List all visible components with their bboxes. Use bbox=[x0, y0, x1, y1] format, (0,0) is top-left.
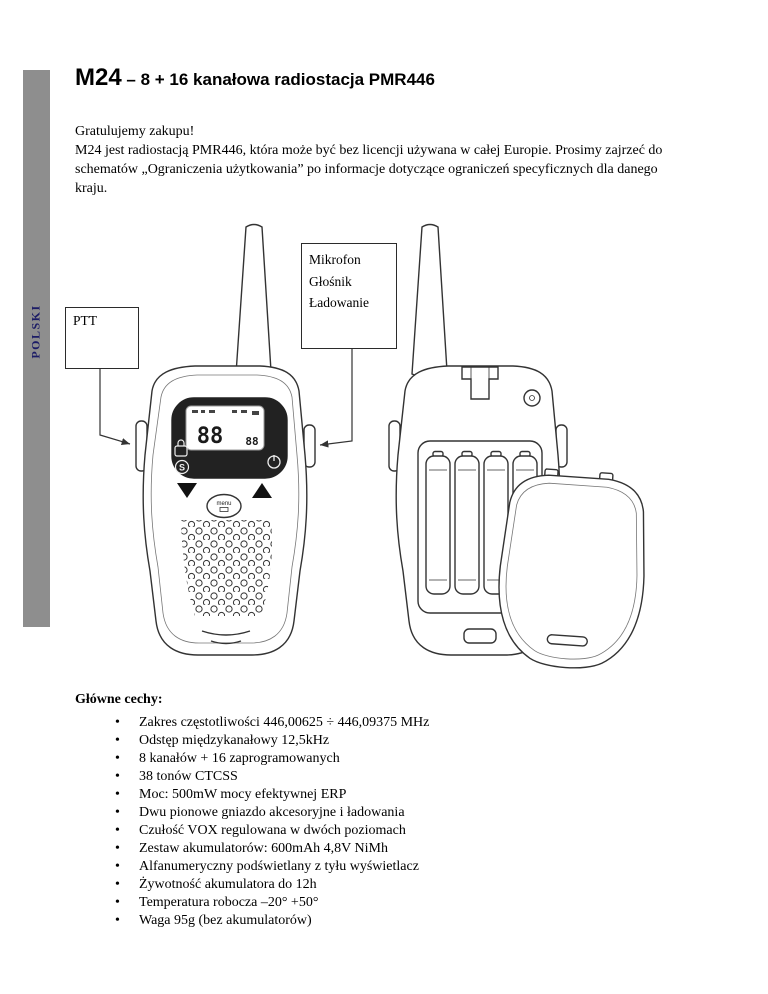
feature-item: • Temperatura robocza –20° +50° bbox=[115, 894, 700, 912]
cover-outline bbox=[498, 474, 645, 669]
down-button bbox=[177, 483, 197, 498]
ptt-callout-label: PTT bbox=[73, 313, 98, 328]
bottom-connector bbox=[463, 628, 497, 644]
language-label-wrap: POLSKI bbox=[23, 296, 50, 366]
feature-item: • Zestaw akumulatorów: 600mAh 4,8V NiMh bbox=[115, 840, 700, 858]
bottom-detail-line bbox=[201, 630, 251, 636]
ptt-callout-box: PTT bbox=[65, 307, 139, 369]
bullet-marker: • bbox=[115, 787, 120, 802]
feature-text: Waga 95g (bez akumulatorów) bbox=[139, 913, 312, 928]
feature-text: Zestaw akumulatorów: 600mAh 4,8V NiMh bbox=[139, 841, 388, 856]
bullet-marker: • bbox=[115, 895, 120, 910]
mic-callout-box: Mikrofon Głośnik Ładowanie bbox=[301, 243, 397, 349]
mic-callout-line-2: Głośnik bbox=[309, 273, 352, 289]
speaker-grille bbox=[181, 520, 272, 616]
page-title: M24 – 8 + 16 kanałowa radiostacja PMR446 bbox=[75, 64, 715, 92]
features-section: Główne cechy: • Zakres częstotliwości 446… bbox=[75, 692, 700, 930]
feature-item: • Zakres częstotliwości 446,00625 ÷ 446,0… bbox=[115, 714, 700, 732]
intro-paragraph: Gratulujemy zakupu! M24 jest radiostacją… bbox=[75, 122, 687, 198]
bullet-marker: • bbox=[115, 733, 120, 748]
bullet-marker: • bbox=[115, 913, 120, 928]
mic-callout-line-3: Ładowanie bbox=[309, 295, 369, 311]
menu-button: menu bbox=[206, 493, 242, 519]
antenna-back-icon bbox=[411, 223, 448, 379]
feature-text: Moc: 500mW mocy efektywnej ERP bbox=[139, 787, 347, 802]
feature-item: • 8 kanałów + 16 zaprogramowanych bbox=[115, 750, 700, 768]
intro-body: M24 jest radiostacją PMR446, która może … bbox=[75, 143, 663, 197]
feature-text: Temperatura robocza –20° +50° bbox=[139, 895, 319, 910]
feature-item: • Odstęp międzykanałowy 12,5kHz bbox=[115, 732, 700, 750]
feature-text: Dwu pionowe gniazdo akcesoryjne i ładowa… bbox=[139, 805, 405, 820]
mic-callout-line-1: Mikrofon bbox=[309, 252, 361, 267]
s-button-label: S bbox=[179, 463, 185, 473]
language-sidebar bbox=[23, 70, 50, 627]
lcd-display bbox=[185, 405, 265, 451]
bullet-marker: • bbox=[115, 751, 120, 766]
feature-item: • Waga 95g (bez akumulatorów) bbox=[115, 912, 700, 930]
cover-inner-line bbox=[505, 482, 638, 660]
feature-text: 38 tonów CTCSS bbox=[139, 769, 238, 784]
feature-item: • Żywotność akumulatora do 12h bbox=[115, 876, 700, 894]
bullet-marker: • bbox=[115, 805, 120, 820]
feature-item: • Czułość VOX regulowana w dwóch poziomac… bbox=[115, 822, 700, 840]
bullet-marker: • bbox=[115, 823, 120, 838]
lcd-status-icons bbox=[192, 410, 259, 415]
menu-button-label: menu bbox=[216, 501, 231, 507]
features-list: • Zakres częstotliwości 446,00625 ÷ 446,0… bbox=[75, 714, 700, 930]
bullet-marker: • bbox=[115, 859, 120, 874]
feature-text: Czułość VOX regulowana w dwóch poziomach bbox=[139, 823, 406, 838]
bullet-marker: • bbox=[115, 769, 120, 784]
antenna-icon bbox=[235, 223, 272, 379]
radio-front-illustration: 88 88 S menu bbox=[135, 223, 316, 656]
feature-text: Żywotność akumulatora do 12h bbox=[139, 877, 317, 892]
battery-cover-illustration bbox=[498, 468, 645, 669]
lcd-sub-digits: 88 bbox=[245, 435, 258, 448]
cover-slot bbox=[546, 634, 588, 647]
feature-text: Alfanumeryczny podświetlany z tyłu wyświ… bbox=[139, 859, 419, 874]
radio-illustrations: 88 88 S menu bbox=[99, 223, 645, 669]
feature-text: Zakres częstotliwości 446,00625 ÷ 446,09… bbox=[139, 715, 430, 730]
lock-icon bbox=[174, 439, 188, 457]
language-label: POLSKI bbox=[29, 303, 44, 359]
s-button: S bbox=[174, 459, 190, 475]
up-button bbox=[252, 483, 272, 498]
mic-callout-line bbox=[319, 348, 353, 448]
ptt-callout-line bbox=[99, 369, 131, 446]
intro-greeting: Gratulujemy zakupu! bbox=[75, 124, 195, 139]
feature-item: • 38 tonów CTCSS bbox=[115, 768, 700, 786]
feature-item: • Moc: 500mW mocy efektywnej ERP bbox=[115, 786, 700, 804]
lcd-main-digits: 88 bbox=[197, 424, 224, 449]
bullet-marker: • bbox=[115, 715, 120, 730]
bullet-marker: • bbox=[115, 841, 120, 856]
bullet-marker: • bbox=[115, 877, 120, 892]
screw-hole bbox=[523, 389, 541, 407]
feature-item: • Alfanumeryczny podświetlany z tyłu wyśw… bbox=[115, 858, 700, 876]
feature-item: • Dwu pionowe gniazdo akcesoryjne i ładow… bbox=[115, 804, 700, 822]
feature-text: Odstęp międzykanałowy 12,5kHz bbox=[139, 733, 330, 748]
features-heading: Główne cechy: bbox=[75, 692, 163, 707]
radio-front-face-line bbox=[150, 374, 300, 644]
title-subtitle: – 8 + 16 kanałowa radiostacja PMR446 bbox=[121, 70, 435, 89]
callout-connectors bbox=[99, 348, 353, 448]
feature-text: 8 kanałów + 16 zaprogramowanych bbox=[139, 751, 340, 766]
model-name: M24 bbox=[75, 64, 122, 91]
power-icon bbox=[267, 455, 281, 469]
